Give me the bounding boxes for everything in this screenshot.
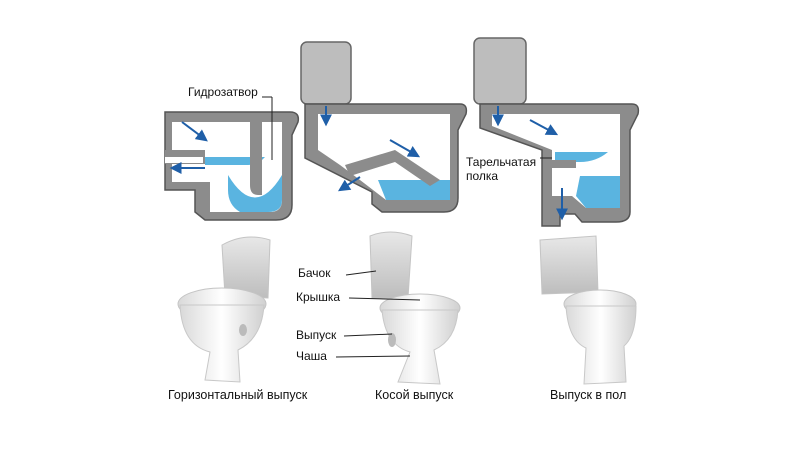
caption-floor: Выпуск в пол	[550, 388, 627, 402]
label-chasha: Чаша	[296, 349, 327, 363]
label-shelf: Тарельчатая полка	[466, 155, 537, 183]
toilet-oblique	[369, 231, 461, 385]
toilet-horizontal	[177, 236, 271, 383]
caption-oblique: Косой выпуск	[375, 388, 454, 402]
label-kryshka: Крышка	[296, 290, 341, 304]
label-bachok: Бачок	[298, 266, 331, 280]
leader-lines	[335, 270, 421, 358]
section-horizontal	[164, 96, 300, 221]
caption-horizontal: Горизонтальный выпуск	[168, 388, 308, 402]
section-floor	[473, 37, 640, 227]
section-oblique	[300, 41, 468, 213]
label-gidrozatvor: Гидрозатвор	[188, 85, 258, 99]
toilet-floor	[539, 235, 637, 385]
label-vypusk: Выпуск	[296, 328, 337, 342]
